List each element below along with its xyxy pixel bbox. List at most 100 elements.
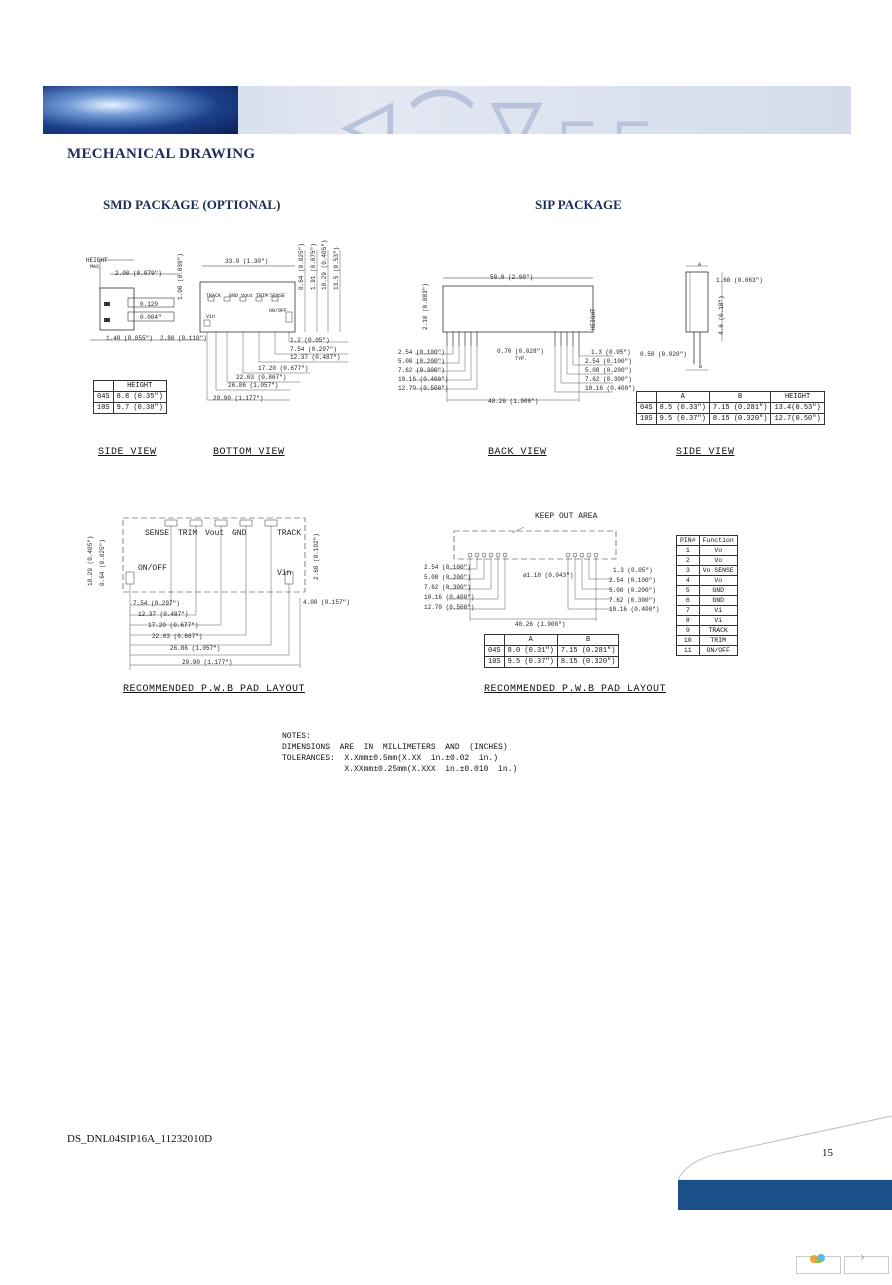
pwb-pin-track: TRACK: [277, 529, 302, 538]
sip-heading: SIP PACKAGE: [535, 197, 622, 212]
notes-tolerance-1: TOLERANCES: X.Xmm±0.5mm(X.XX in.±0.02 in…: [282, 754, 499, 763]
table-header-cell: A: [503, 634, 558, 646]
table-cell: 5: [676, 585, 700, 596]
table-cell: 8.15 (0.320"): [556, 656, 620, 668]
table-header-cell: Function: [698, 535, 738, 546]
header-banner: ◁ ⌒ ▽ ⌐ ⌐: [43, 86, 851, 134]
pwb-d2686: 26.86 (1.057"): [170, 645, 221, 652]
table-header-cell: HEIGHT: [770, 391, 825, 403]
table-cell: Vo: [698, 555, 738, 566]
table-cell: 9.7 (0.38"): [112, 402, 167, 414]
sip-dim-070: 0.70 (0.028"): [497, 348, 544, 355]
sip-pwb-pad-layout-drawing: [448, 526, 617, 621]
smd-pin-trim: TRIM: [256, 293, 269, 299]
notes-tolerance-2: X.XXmm±0.25mm(X.XXX in.±0.010 in.): [282, 765, 518, 774]
pwb-pin-vin: Vin: [277, 569, 292, 578]
pwb-sip-table: A B 04S 8.0 (0.31") 7.15 (0.281") 10S 9.…: [484, 634, 620, 668]
table-cell: TRACK: [698, 625, 738, 636]
smd-dim-1720: 17.20 (0.677"): [258, 365, 309, 372]
pwb-sip-d1270: 12.70 (0.500"): [424, 604, 475, 611]
table-cell: 04S: [636, 402, 657, 414]
pwb-sip-r254: 2.54 (0.100"): [609, 577, 656, 584]
table-cell: 12.7(0.50"): [770, 413, 825, 425]
sip-r254: 2.54 (0.100"): [585, 358, 632, 365]
footer-document-id: DS_DNL04SIP16A_11232010D: [67, 1133, 213, 1145]
table-cell: ON/OFF: [698, 645, 738, 656]
sip-pwb-label: RECOMMENDED P.W.B PAD LAYOUT: [484, 684, 667, 695]
notes-title: NOTES:: [282, 732, 311, 741]
table-cell: 2: [676, 555, 700, 566]
table-header-cell: A: [655, 391, 710, 403]
sip-dim-762: 7.62 (0.300"): [398, 367, 445, 374]
smd-dim-2: 2.00 (0.079"): [115, 270, 162, 277]
pwb-d2990: 29.90 (1.177"): [182, 659, 233, 666]
smd-dim-1: 1.00 (0.039"): [177, 253, 184, 300]
table-header-cell: [484, 634, 505, 646]
banner-photo: [43, 86, 238, 134]
pwb-sip-d4826: 48.26 (1.900"): [515, 621, 566, 628]
smd-dim-1237: 12.37 (0.487"): [290, 354, 341, 361]
smd-dim-280: 2.80 (0.110"): [160, 335, 207, 342]
smd-side-view-label: SIDE VIEW: [98, 447, 157, 458]
pwb-d400: 4.00 (0.157"): [303, 599, 350, 606]
smd-height-label: HEIGHT: [86, 257, 108, 264]
smd-dim-140: 1.40 (0.055"): [106, 335, 153, 342]
table-cell: TRIM: [698, 635, 738, 646]
footer-curve-decoration: [677, 1115, 892, 1181]
pwb-pin-sense: SENSE: [145, 529, 170, 538]
pwb-pin-gnd: GND: [232, 529, 247, 538]
table-header-cell: B: [556, 634, 620, 646]
notes-dimensions: DIMENSIONS ARE IN MILLIMETERS AND (INCHE…: [282, 743, 508, 752]
sip-dim-508b: 5.08 (0.200"): [398, 358, 445, 365]
pwb-pin-onoff: ON/OFF: [138, 564, 167, 573]
table-cell: 8.15 (0.320"): [708, 413, 772, 425]
keep-out-area-label: KEEP OUT AREA: [535, 512, 598, 521]
smd-pin-gnd: GND: [229, 293, 239, 299]
sip-dim-46: 4.6 (0.18"): [718, 295, 725, 335]
table-cell: 10S: [93, 402, 114, 414]
sip-dim-254: 2.54 (0.100"): [398, 349, 445, 356]
table-cell: 7.15 (0.281"): [708, 402, 772, 414]
smd-v135: 13.5 (0.53"): [333, 246, 340, 290]
smd-v064: 0.64 (0.025"): [298, 243, 305, 290]
viewer-logo-icon[interactable]: [806, 1253, 832, 1263]
table-cell: 9.5 (0.37"): [503, 656, 558, 668]
pwb-v1029: 10.29 (0.405"): [87, 535, 94, 586]
smd-pin-sense: SENSE: [270, 293, 286, 299]
smd-dim-2990: 29.90 (1.177"): [213, 395, 264, 402]
pwb-sip-d13: 1.3 (0.05"): [613, 567, 653, 574]
smd-v1029: 10.29 (0.405"): [321, 239, 328, 290]
sip-dim-160: 1.60 (0.063"): [716, 277, 763, 284]
table-cell: Vi: [698, 615, 738, 626]
pwb-v064: 0.64 (0.025"): [99, 539, 106, 586]
table-cell: 8.0 (0.31"): [503, 645, 558, 657]
table-cell: 04S: [93, 391, 114, 403]
table-cell: 7.15 (0.281"): [556, 645, 620, 657]
smd-dim-12: 1.2 (0.05"): [290, 337, 330, 344]
smd-pwb-pad-layout-drawing: [122, 517, 306, 670]
table-cell: 13.4(0.53"): [770, 402, 825, 414]
table-cell: 04S: [484, 645, 505, 657]
table-cell: Vo: [698, 575, 738, 586]
notes-block: NOTES: DIMENSIONS ARE IN MILLIMETERS AND …: [282, 731, 517, 775]
pwb-sip-d762: 7.62 (0.300"): [424, 584, 471, 591]
banner-watermark: ◁ ⌒ ▽ ⌐ ⌐: [343, 87, 652, 134]
smd-pin-vout: Vout: [241, 293, 254, 299]
table-cell: 4: [676, 575, 700, 586]
sip-dim-1016: 10.16 (0.400"): [398, 376, 449, 383]
pwb-sip-r762: 7.62 (0.300"): [609, 597, 656, 604]
next-page-chevron-icon[interactable]: ›: [860, 1250, 865, 1264]
smd-bottom-view-drawing: [199, 250, 348, 401]
pwb-d2203: 22.03 (0.867"): [152, 633, 203, 640]
pwb-sip-d508: 5.08 (0.200"): [424, 574, 471, 581]
pwb-pin-vout: Vout: [205, 529, 225, 538]
table-header-cell: [636, 391, 657, 403]
pwb-sip-hole: ø1.10 (0.043"): [523, 572, 574, 579]
